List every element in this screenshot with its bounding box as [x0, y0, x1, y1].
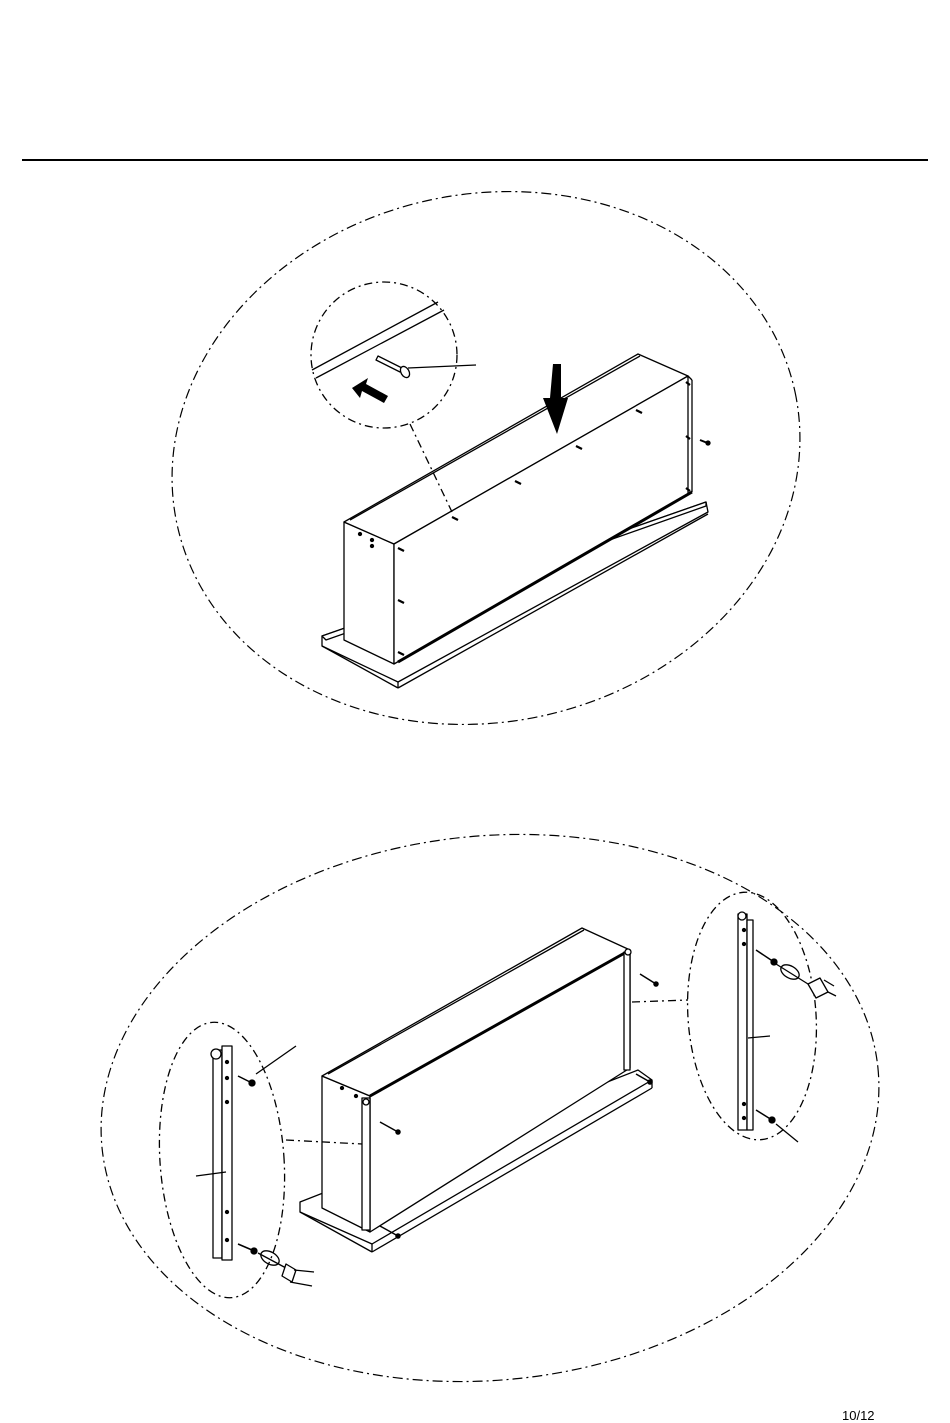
push-arrow	[352, 378, 388, 403]
right-drawer-slide	[738, 912, 753, 1130]
page-number: 10/12	[842, 1409, 875, 1422]
screwdriver-icon	[258, 1248, 314, 1286]
step-bottom-illustration	[74, 797, 907, 1420]
loose-nail	[700, 440, 710, 445]
step-top-illustration	[122, 134, 850, 782]
screwdriver-icon-2	[776, 962, 836, 998]
nail-icon	[376, 356, 411, 379]
left-slide-screws	[238, 1076, 257, 1254]
cabinet-left-end	[344, 522, 394, 664]
left-drawer-slide	[211, 1046, 232, 1260]
